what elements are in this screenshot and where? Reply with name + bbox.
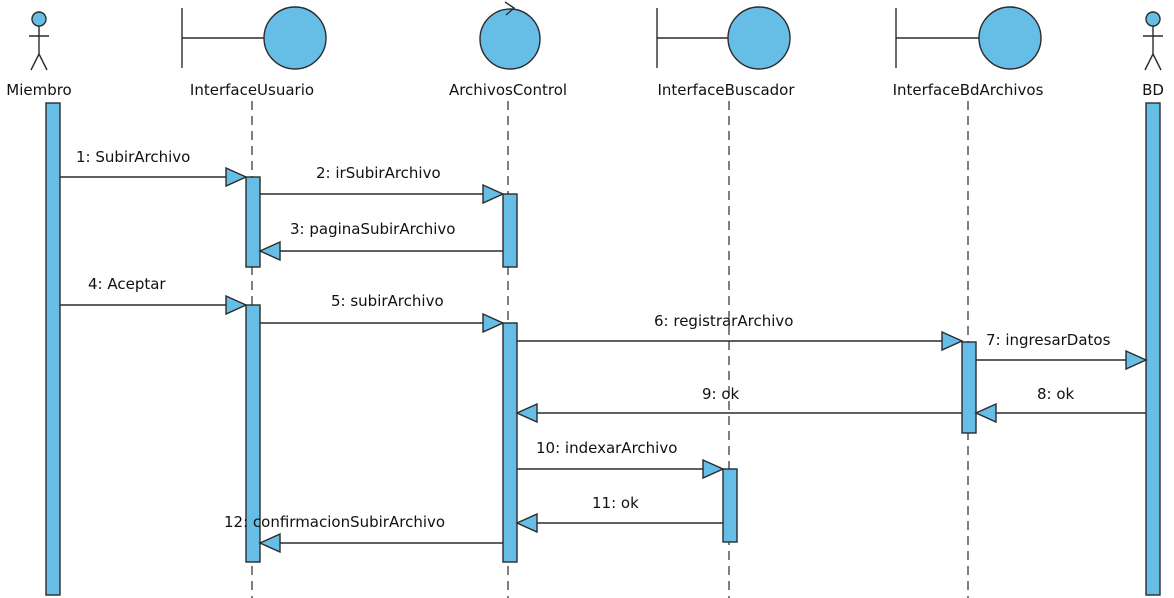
arrowhead-icon [482, 183, 505, 205]
message-label: 2: irSubirArchivo [316, 164, 441, 182]
message-label: 1: SubirArchivo [76, 148, 190, 166]
message-label: 3: paginaSubirArchivo [290, 220, 455, 238]
arrowhead-icon [482, 312, 505, 334]
message-label: 4: Aceptar [88, 275, 166, 293]
lifeline-archivos-control[interactable]: ArchivosControl [449, 1, 567, 99]
activation-bar-miembro [45, 102, 61, 596]
activation-bar [502, 322, 518, 563]
boundary-icon [181, 6, 327, 70]
arrowhead-icon [225, 166, 248, 188]
lifeline-interface-buscador[interactable]: InterfaceBuscador [656, 6, 795, 99]
message-label: 12: confirmacionSubirArchivo [224, 513, 445, 531]
arrowhead-icon [515, 512, 538, 534]
arrowhead-icon [258, 532, 281, 554]
arrowhead-icon [941, 330, 964, 352]
message-12[interactable] [258, 532, 503, 554]
activation-bar-bd [1145, 102, 1161, 596]
message-label: 5: subirArchivo [331, 292, 444, 310]
actor-icon [29, 11, 49, 71]
arrowhead-icon [702, 458, 725, 480]
lifeline-label: Miembro [6, 81, 72, 99]
message-4[interactable] [60, 294, 248, 316]
message-label: 9: ok [702, 385, 740, 403]
message-label: 10: indexarArchivo [536, 439, 677, 457]
message-11[interactable] [515, 512, 723, 534]
lifeline-interface-bd-archivos[interactable]: InterfaceBdArchivos [893, 6, 1044, 99]
message-3[interactable] [258, 240, 503, 262]
lifeline-interface-usuario[interactable]: InterfaceUsuario [181, 6, 327, 99]
arrowhead-icon [1125, 349, 1148, 371]
activation-bar [961, 341, 977, 434]
message-6[interactable] [517, 330, 964, 352]
arrowhead-icon [225, 294, 248, 316]
arrowhead-icon [258, 240, 281, 262]
message-label: 8: ok [1037, 385, 1075, 403]
arrowhead-icon [974, 402, 997, 424]
boundary-icon [656, 6, 791, 70]
message-7[interactable] [976, 349, 1148, 371]
lifeline-miembro[interactable]: Miembro [6, 11, 72, 99]
activation-bar [722, 468, 738, 543]
message-8[interactable] [974, 402, 1146, 424]
message-5[interactable] [260, 312, 505, 334]
message-label: 11: ok [592, 494, 639, 512]
lifeline-label: InterfaceBuscador [657, 81, 795, 99]
arrowhead-icon [515, 402, 538, 424]
boundary-icon [895, 6, 1042, 70]
lifeline-bd[interactable]: BD [1142, 11, 1164, 99]
lifeline-label: InterfaceBdArchivos [893, 81, 1044, 99]
activation-bar [245, 176, 261, 268]
activation-bar [245, 304, 261, 563]
message-label: 7: ingresarDatos [986, 331, 1111, 349]
message-9[interactable] [515, 402, 962, 424]
lifeline-label: ArchivosControl [449, 81, 567, 99]
activation-bar [502, 193, 518, 268]
message-label: 6: registrarArchivo [654, 312, 793, 330]
message-10[interactable] [517, 458, 725, 480]
actor-icon [1143, 11, 1163, 71]
message-1[interactable] [60, 166, 248, 188]
message-2[interactable] [260, 183, 505, 205]
lifeline-label: BD [1142, 81, 1164, 99]
control-icon [479, 1, 541, 70]
lifeline-label: InterfaceUsuario [190, 81, 314, 99]
